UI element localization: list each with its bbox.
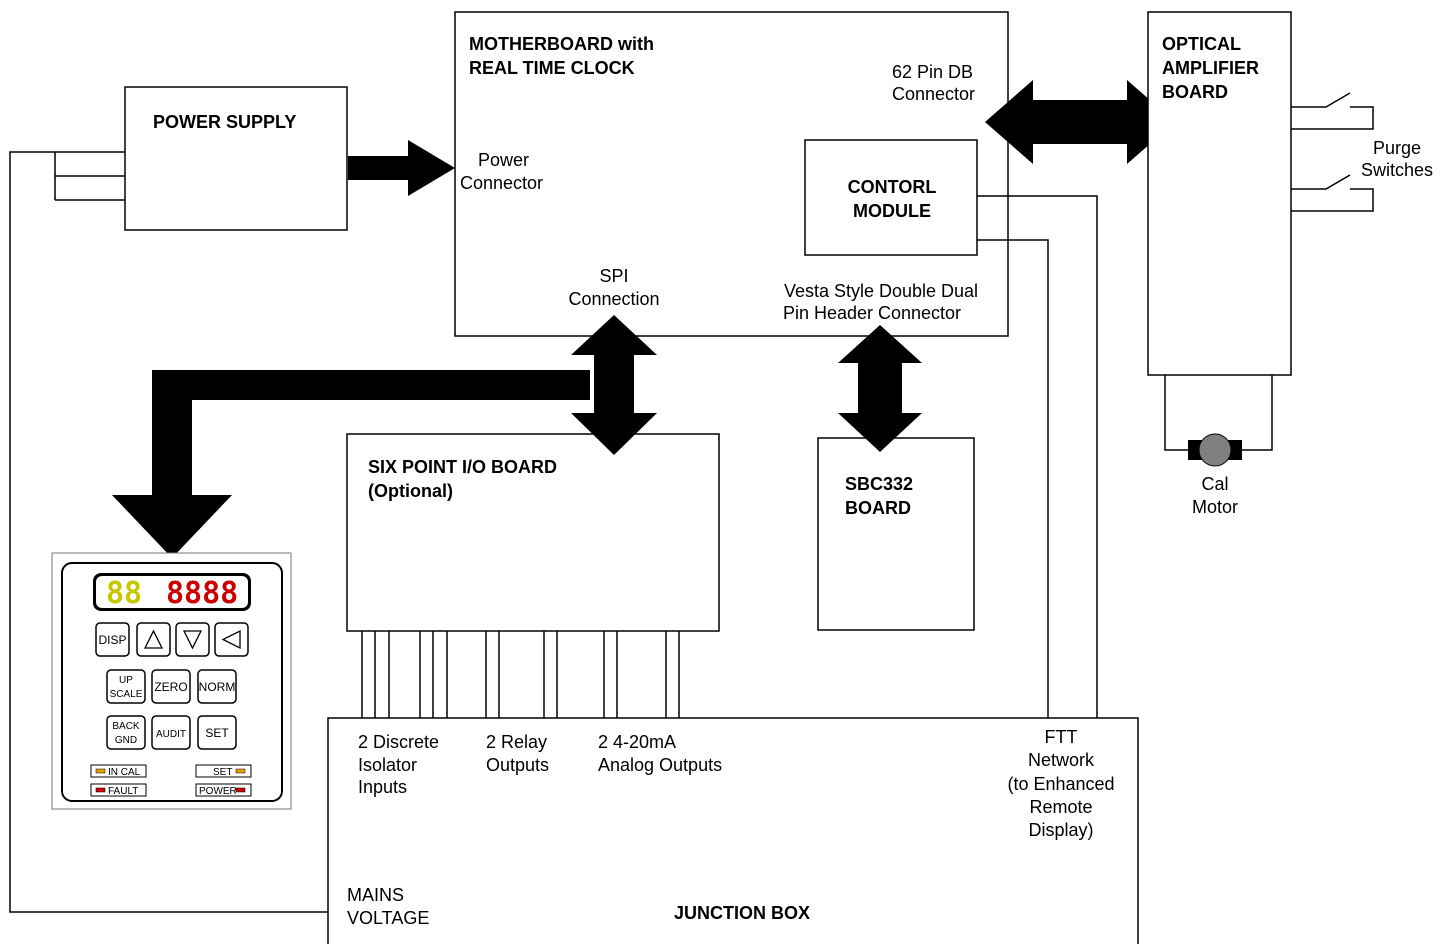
mains-label-line2: VOLTAGE <box>347 908 429 928</box>
discrete-label-line3: Inputs <box>358 777 407 797</box>
optical-link-arrow <box>985 80 1175 164</box>
cal-motor <box>1164 375 1273 467</box>
purge-label-line1: Purge <box>1373 138 1421 158</box>
mains-wiring <box>9 151 328 913</box>
svg-text:ZERO: ZERO <box>154 680 187 694</box>
mains-label-line1: MAINS <box>347 885 404 905</box>
power-connector-label-line2: Connector <box>460 173 543 193</box>
in-cal-led <box>95 768 106 774</box>
vesta-label-line1: Vesta Style Double Dual <box>784 281 978 301</box>
svg-text:GND: GND <box>115 735 137 746</box>
cal-motor-line1: Cal <box>1201 474 1228 494</box>
power-arrow <box>348 140 455 196</box>
norm-button[interactable]: NORM <box>197 669 237 704</box>
svg-text:SCALE: SCALE <box>110 689 143 700</box>
motherboard-title-line1: MOTHERBOARD with <box>469 34 654 54</box>
db-connector-label-line2: Connector <box>892 84 975 104</box>
purge-label-line2: Switches <box>1361 160 1433 180</box>
svg-text:SET: SET <box>205 726 229 740</box>
ftt-label-line1: FTT <box>1045 727 1078 747</box>
power-supply-box <box>124 86 348 231</box>
ftt-network-wires <box>977 195 1098 718</box>
zero-button[interactable]: ZERO <box>151 669 191 704</box>
db-connector-label-line1: 62 Pin DB <box>892 62 973 82</box>
optical-board-line1: OPTICAL <box>1162 34 1241 54</box>
purge-switches <box>1291 92 1374 212</box>
control-module-box <box>804 139 978 256</box>
svg-text:SET: SET <box>213 767 232 778</box>
fault-led <box>95 787 106 793</box>
audit-button[interactable]: AUDIT <box>151 715 191 750</box>
up-arrow-button[interactable] <box>136 622 171 657</box>
svg-text:POWER: POWER <box>199 786 237 797</box>
sbc332-line2: BOARD <box>845 498 911 518</box>
optical-board-line2: AMPLIFIER <box>1162 58 1259 78</box>
relay-label-line2: Outputs <box>486 755 549 775</box>
relay-label-line1: 2 Relay <box>486 732 547 752</box>
spi-label-line2: Connection <box>568 289 659 309</box>
in-cal-indicator: IN CAL <box>90 764 147 778</box>
keypad-bus-arrow <box>112 370 590 558</box>
io-board-line2: (Optional) <box>368 481 453 501</box>
set-button[interactable]: SET <box>197 715 237 750</box>
junction-box <box>327 717 1139 944</box>
vesta-arrow <box>838 325 922 452</box>
cal-motor-line2: Motor <box>1192 497 1238 517</box>
discrete-label-line1: 2 Discrete <box>358 732 439 752</box>
up-triangle-icon <box>143 629 164 649</box>
disp-button[interactable]: DISP <box>95 622 130 657</box>
analog-label-line2: Analog Outputs <box>598 755 722 775</box>
spi-label-line1: SPI <box>599 266 628 286</box>
io-board-box <box>346 433 720 632</box>
io-wires <box>361 631 680 718</box>
control-module-line1: CONTORL <box>848 177 937 197</box>
ftt-label-line4: Remote <box>1029 797 1092 817</box>
spi-arrow <box>571 315 657 455</box>
svg-text:NORM: NORM <box>199 680 236 694</box>
keypad-panel: 88 8888 DISP UP SCALE ZERO <box>51 552 292 810</box>
io-board-line1: SIX POINT I/O BOARD <box>368 457 557 477</box>
analog-label-line1: 2 4-20mA <box>598 732 676 752</box>
control-module-line2: MODULE <box>853 201 931 221</box>
display-right-digits: 8888 <box>166 576 238 611</box>
ftt-label-line2: Network <box>1028 750 1095 770</box>
left-arrow-button[interactable] <box>214 622 249 657</box>
up-scale-button[interactable]: UP SCALE <box>106 669 146 704</box>
ftt-label-line5: Display) <box>1028 820 1093 840</box>
svg-text:DISP: DISP <box>98 633 126 647</box>
sbc332-box <box>817 437 975 631</box>
fault-indicator: FAULT <box>90 783 147 797</box>
svg-text:AUDIT: AUDIT <box>156 729 186 740</box>
power-supply-title: POWER SUPPLY <box>153 112 296 132</box>
svg-text:BACK: BACK <box>112 721 140 732</box>
power-connector-label-line1: Power <box>478 150 529 170</box>
vesta-label-line2: Pin Header Connector <box>783 303 961 323</box>
optical-board-line3: BOARD <box>1162 82 1228 102</box>
motherboard-title-line2: REAL TIME CLOCK <box>469 58 635 78</box>
power-indicator: POWER <box>195 783 252 797</box>
junction-box-title: JUNCTION BOX <box>674 903 810 923</box>
power-led <box>235 787 246 793</box>
optical-amplifier-box <box>1147 11 1292 376</box>
down-triangle-icon <box>182 630 203 650</box>
svg-text:UP: UP <box>119 675 133 686</box>
set-led <box>235 768 246 774</box>
discrete-label-line2: Isolator <box>358 755 417 775</box>
svg-text:FAULT: FAULT <box>108 786 138 797</box>
set-indicator: SET <box>195 764 252 778</box>
down-arrow-button[interactable] <box>175 622 210 657</box>
sbc332-line1: SBC332 <box>845 474 913 494</box>
back-gnd-button[interactable]: BACK GND <box>106 715 146 750</box>
svg-text:IN CAL: IN CAL <box>108 767 141 778</box>
left-triangle-icon <box>221 629 241 650</box>
display-left-digits: 88 <box>106 576 142 611</box>
ftt-label-line3: (to Enhanced <box>1007 774 1114 794</box>
